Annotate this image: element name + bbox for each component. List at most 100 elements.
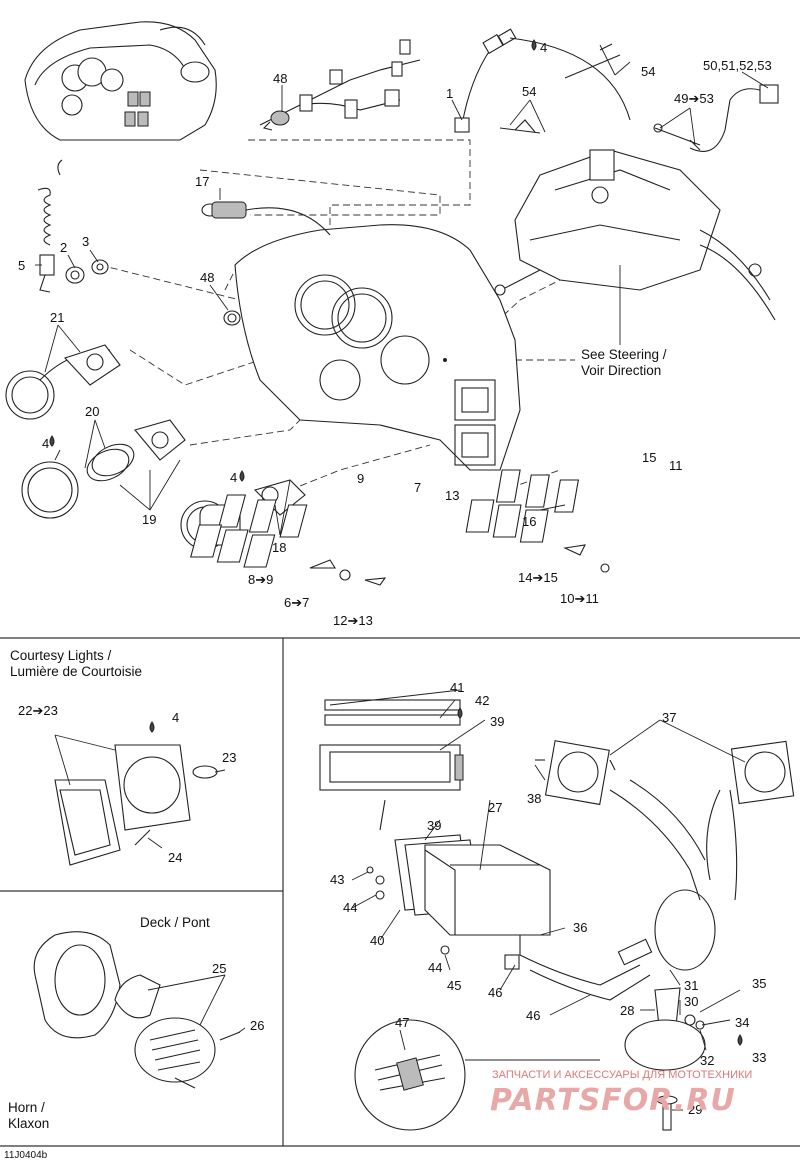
part-label: 45 [447,978,461,993]
part-label: 2 [60,240,67,255]
socket-48-lower [223,310,241,326]
part-label: 33 [752,1050,766,1065]
part-label: 31 [684,978,698,993]
part-label: 10➔11 [560,591,599,606]
part-number-labels: 4 54 54 50,51,52,53 49➔53 48 1 17 5 2 3 … [18,40,772,1117]
ignition-switch-and-harness [259,39,421,131]
drop-icon [457,707,463,719]
spiral-cord-5 [37,159,109,293]
switch-group-right [465,469,610,573]
watermark-tagline: ЗАПЧАСТИ И АКСЕССУАРЫ ДЛЯ МОТОТЕХНИКИ [492,1069,752,1081]
part-label: 39 [427,818,441,833]
switch-1-harness [454,28,631,133]
deck-caption: Deck / Pont [140,915,210,930]
horn-assembly [33,931,241,1089]
part-label: 35 [752,976,766,991]
part-label: 36 [573,920,587,935]
lubricant-drop-icons [49,39,743,1046]
part-label: 4 [230,470,237,485]
drop-icon [149,721,155,733]
part-label: 48 [200,270,214,285]
part-label: 30 [684,994,698,1009]
screw-29 [656,1095,678,1131]
part-label: 21 [50,310,64,325]
part-label: 4 [172,710,179,725]
horn-caption-fr: Klaxon [8,1116,49,1131]
part-label: 34 [735,1015,749,1030]
part-label: 27 [488,800,502,815]
cable-49-53 [689,84,779,152]
socket-17 [201,201,331,236]
part-label: 3 [82,234,89,249]
drop-icon [737,1034,743,1046]
part-label: 7 [414,480,421,495]
watermark-logo: PARTSFOR.RU [490,1083,736,1118]
part-label: 6➔7 [284,595,309,610]
part-label: 8➔9 [248,572,273,587]
part-label: 24 [168,850,182,865]
part-label: 42 [475,693,489,708]
part-label: 11 [669,458,683,473]
gauge-20 [21,419,186,519]
part-label: 39 [490,714,504,729]
part-label: 5 [18,258,25,273]
part-label: 49➔53 [674,91,714,106]
part-label: 18 [272,540,286,555]
part-label: 54 [641,64,655,79]
part-label: 48 [273,71,287,86]
part-label: 9 [357,471,364,486]
part-label: 20 [85,404,99,419]
part-label: 14➔15 [518,570,558,585]
part-label: 19 [142,512,156,527]
part-label: 4 [42,436,49,451]
drop-icon [239,470,245,482]
part-label: 22➔23 [18,703,58,718]
part-label: 1 [446,86,453,101]
dashboard-assembly [24,21,217,141]
part-label: 43 [330,872,344,887]
part-label: 16 [522,514,536,529]
part-label: 41 [450,680,464,695]
watermark: ЗАПЧАСТИ И АКСЕССУАРЫ ДЛЯ МОТОТЕХНИКИ PA… [490,1069,752,1118]
part-label: 47 [395,1015,409,1030]
horn-caption: Horn / [8,1100,45,1115]
part-label: 46 [488,985,502,1000]
part-label: 38 [527,791,541,806]
courtesy-lights-caption: Courtesy Lights / [10,648,112,663]
part-label: 46 [526,1008,540,1023]
courtesy-light [54,744,218,866]
part-label: 13 [445,488,459,503]
section-captions: See Steering / Voir Direction Courtesy L… [4,347,667,1160]
leader-lines [35,44,769,1111]
part-label: 17 [195,174,209,189]
part-label: 12➔13 [333,613,373,628]
part-label: 40 [370,933,384,948]
part-label: 54 [522,84,536,99]
part-label: 37 [662,710,676,725]
part-label: 28 [620,1003,634,1018]
part-label: 23 [222,750,236,765]
part-label: 15 [642,450,656,465]
part-label: 50,51,52,53 [703,58,772,73]
courtesy-lights-caption-fr: Lumière de Courtoisie [10,664,142,679]
drop-icon [531,39,537,51]
part-label: 26 [250,1018,264,1033]
see-steering-caption-fr: Voir Direction [581,363,661,378]
radio-assembly [319,699,551,955]
part-label: 29 [688,1102,702,1117]
part-label: 25 [212,961,226,976]
steering-bracket-assembly [494,43,776,321]
instrument-panel [234,224,521,471]
drop-icon [49,435,55,447]
connector-detail-47 [354,1019,600,1131]
radio-harness [504,779,738,1071]
part-label: 44 [428,960,442,975]
part-label: 32 [700,1053,714,1068]
diagram-code: 11J0404b [4,1150,48,1160]
part-label: 4 [540,40,547,55]
gauge-21 [5,344,121,420]
see-steering-caption: See Steering / [581,347,667,362]
speakers [535,740,795,806]
